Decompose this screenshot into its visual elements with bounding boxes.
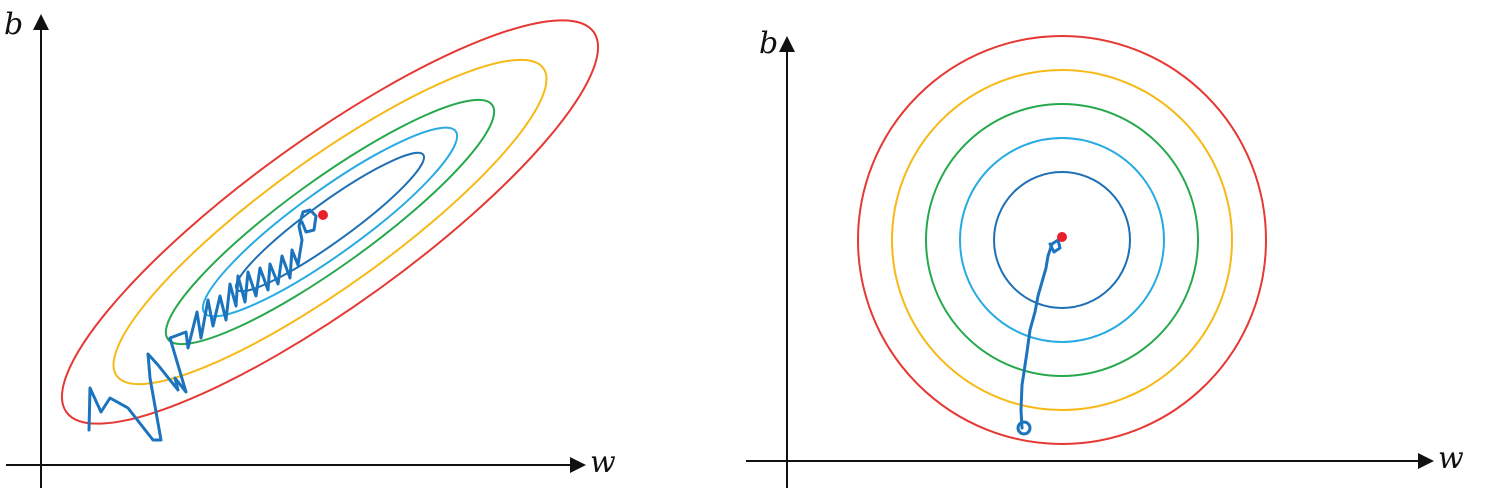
left-x-axis-arrow: [570, 457, 586, 473]
right-y-axis-label: b: [759, 26, 778, 61]
left-optimizer-path: [87, 208, 318, 442]
right-x-axis-label: w: [1438, 441, 1464, 476]
right-contour-2: [891, 69, 1233, 411]
right-contour-4: [959, 137, 1165, 343]
left-y-axis-label: b: [4, 7, 23, 42]
right-minimum-point: [1057, 232, 1067, 242]
right-panel: b w: [746, 26, 1464, 488]
left-contour-1: [60, 19, 600, 425]
left-contour-3: [164, 98, 496, 346]
right-path-start-loop: [1016, 420, 1032, 436]
left-x-axis-label: w: [590, 445, 616, 480]
left-y-axis-arrow: [33, 14, 49, 30]
right-y-axis-arrow: [779, 36, 795, 52]
right-contour-1: [857, 35, 1267, 445]
left-minimum-point: [318, 210, 328, 220]
left-panel: b w: [4, 7, 616, 488]
right-contours: [857, 35, 1267, 445]
right-optimizer-path: [1019, 238, 1062, 430]
left-contours: [60, 19, 600, 425]
left-contour-2: [112, 58, 548, 386]
right-x-axis-arrow: [1418, 453, 1434, 469]
right-contour-3: [925, 103, 1199, 377]
right-contour-5: [993, 171, 1131, 309]
left-contour-5: [234, 151, 426, 293]
